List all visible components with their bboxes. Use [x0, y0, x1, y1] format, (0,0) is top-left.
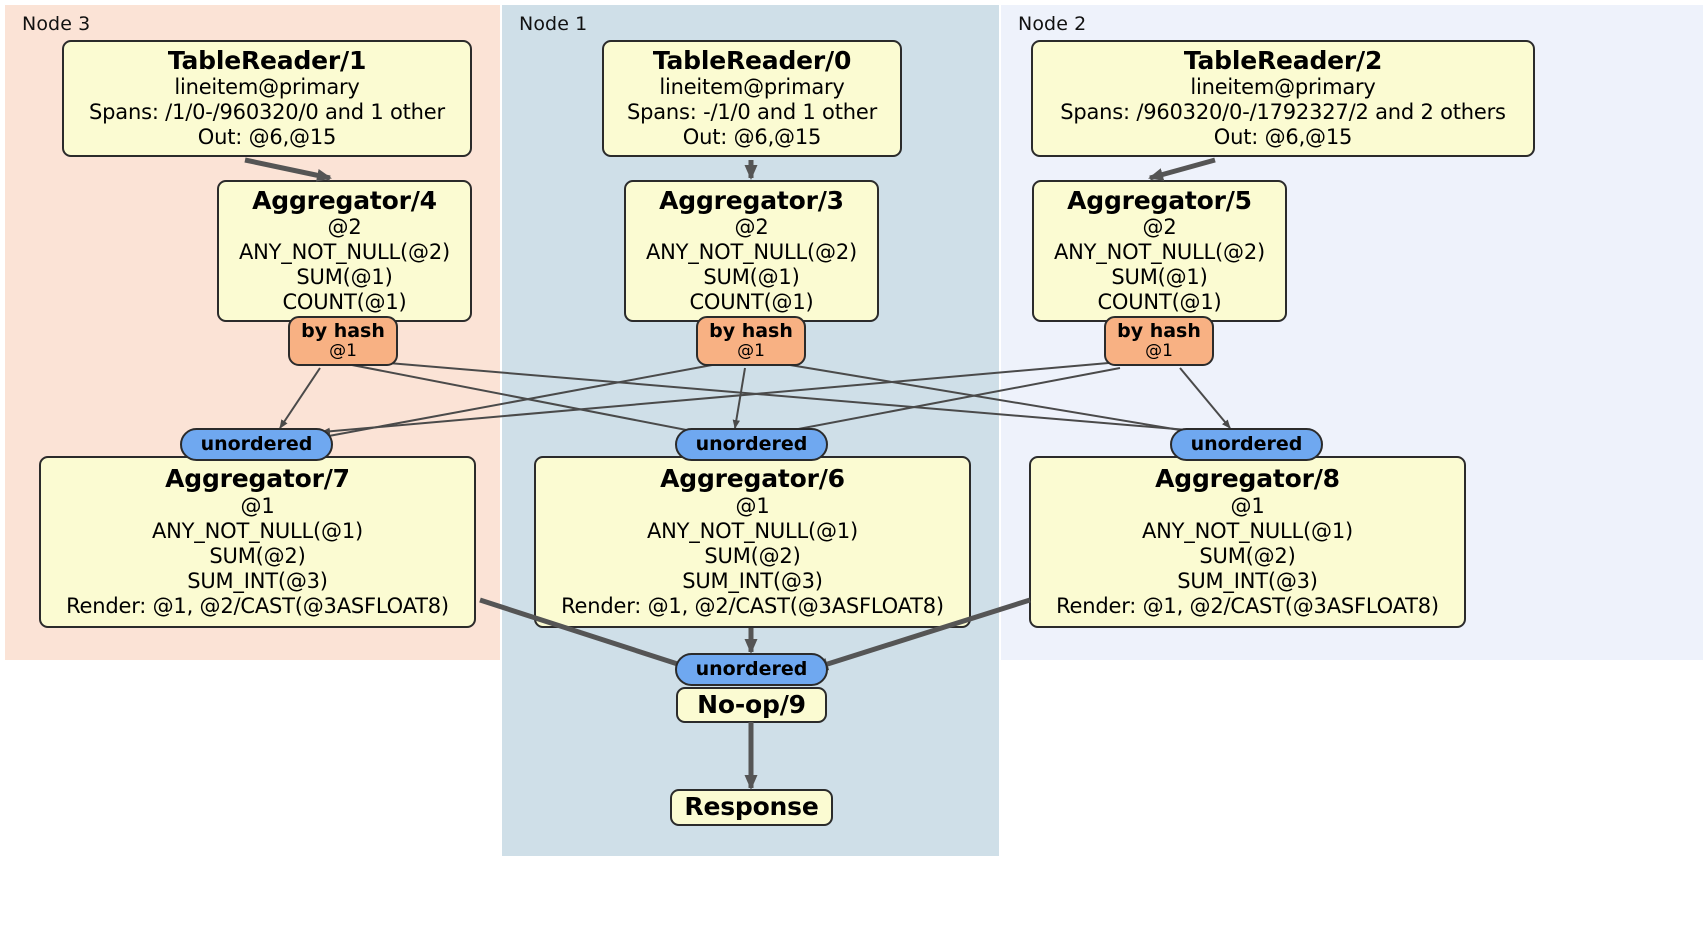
processor-title: TableReader/2 [1183, 45, 1383, 75]
processor-line: SUM(@2) [209, 543, 306, 568]
processor-line: ANY_NOT_NULL(@2) [239, 240, 450, 265]
processor-title: Aggregator/4 [252, 185, 437, 215]
processor-line: SUM(@1) [296, 265, 393, 290]
processor-line: @2 [327, 215, 362, 240]
processor-aggregator3[interactable]: Aggregator/3 @2 ANY_NOT_NULL(@2) SUM(@1)… [624, 180, 879, 322]
processor-line: Render: @1, @2/CAST(@3ASFLOAT8) [66, 593, 449, 618]
processor-title: TableReader/1 [167, 45, 367, 75]
processor-title: Aggregator/5 [1067, 185, 1252, 215]
synchronizer-label: unordered [1190, 433, 1303, 456]
processor-title: TableReader/0 [652, 45, 852, 75]
processor-aggregator4[interactable]: Aggregator/4 @2 ANY_NOT_NULL(@2) SUM(@1)… [217, 180, 472, 322]
router-label: by hash [1117, 320, 1201, 343]
synchronizer-label: unordered [695, 433, 808, 456]
node-label-node3: Node 3 [22, 13, 91, 35]
processor-line: SUM_INT(@3) [1177, 568, 1318, 593]
processor-aggregator5[interactable]: Aggregator/5 @2 ANY_NOT_NULL(@2) SUM(@1)… [1032, 180, 1287, 322]
processor-line: lineitem@primary [1190, 75, 1376, 100]
processor-aggregator6[interactable]: Aggregator/6 @1 ANY_NOT_NULL(@1) SUM(@2)… [534, 456, 971, 628]
router-label: by hash [709, 320, 793, 343]
processor-line: Spans: -/1/0 and 1 other [626, 100, 878, 125]
processor-noop9[interactable]: No-op/9 [676, 687, 827, 723]
processor-tablereader1[interactable]: TableReader/1 lineitem@primary Spans: /1… [62, 40, 472, 157]
processor-line: COUNT(@1) [1097, 290, 1222, 315]
processor-line: Render: @1, @2/CAST(@3ASFLOAT8) [1056, 593, 1439, 618]
processor-line: @2 [1142, 215, 1177, 240]
processor-line: @2 [734, 215, 769, 240]
processor-title: No-op/9 [697, 689, 806, 719]
processor-line: Render: @1, @2/CAST(@3ASFLOAT8) [561, 593, 944, 618]
processor-line: SUM_INT(@3) [682, 568, 823, 593]
processor-title: Aggregator/3 [659, 185, 844, 215]
processor-line: SUM(@1) [1111, 265, 1208, 290]
router-sublabel: @1 [1145, 341, 1173, 362]
processor-title: Aggregator/7 [165, 464, 350, 494]
synchronizer-final[interactable]: unordered [675, 653, 828, 686]
processor-line: SUM(@2) [1199, 543, 1296, 568]
processor-line: @1 [735, 493, 770, 518]
synchronizer-label: unordered [200, 433, 313, 456]
synchronizer-left[interactable]: unordered [180, 428, 333, 461]
processor-line: Out: @6,@15 [682, 125, 822, 150]
processor-tablereader2[interactable]: TableReader/2 lineitem@primary Spans: /9… [1031, 40, 1535, 157]
processor-line: ANY_NOT_NULL(@1) [647, 518, 858, 543]
processor-line: Out: @6,@15 [197, 125, 337, 150]
processor-line: @1 [1230, 493, 1265, 518]
processor-line: COUNT(@1) [282, 290, 407, 315]
router-label: by hash [301, 320, 385, 343]
hash-router-left[interactable]: by hash @1 [288, 316, 398, 366]
processor-title: Response [684, 792, 819, 822]
router-sublabel: @1 [737, 341, 765, 362]
processor-line: ANY_NOT_NULL(@1) [152, 518, 363, 543]
router-sublabel: @1 [329, 341, 357, 362]
synchronizer-right[interactable]: unordered [1170, 428, 1323, 461]
node-label-node2: Node 2 [1018, 13, 1087, 35]
processor-response[interactable]: Response [670, 789, 833, 826]
processor-line: SUM(@1) [703, 265, 800, 290]
node-label-node1: Node 1 [519, 13, 588, 35]
processor-tablereader0[interactable]: TableReader/0 lineitem@primary Spans: -/… [602, 40, 902, 157]
processor-aggregator8[interactable]: Aggregator/8 @1 ANY_NOT_NULL(@1) SUM(@2)… [1029, 456, 1466, 628]
processor-line: COUNT(@1) [689, 290, 814, 315]
processor-line: lineitem@primary [174, 75, 360, 100]
synchronizer-label: unordered [695, 658, 808, 681]
processor-line: @1 [240, 493, 275, 518]
processor-line: lineitem@primary [659, 75, 845, 100]
processor-title: Aggregator/8 [1155, 464, 1340, 494]
processor-line: ANY_NOT_NULL(@1) [1142, 518, 1353, 543]
hash-router-center[interactable]: by hash @1 [696, 316, 806, 366]
processor-line: SUM_INT(@3) [187, 568, 328, 593]
synchronizer-center[interactable]: unordered [675, 428, 828, 461]
processor-line: ANY_NOT_NULL(@2) [646, 240, 857, 265]
processor-line: Spans: /960320/0-/1792327/2 and 2 others [1060, 100, 1506, 125]
processor-line: Spans: /1/0-/960320/0 and 1 other [89, 100, 445, 125]
processor-aggregator7[interactable]: Aggregator/7 @1 ANY_NOT_NULL(@1) SUM(@2)… [39, 456, 476, 628]
processor-line: Out: @6,@15 [1213, 125, 1353, 150]
processor-line: SUM(@2) [704, 543, 801, 568]
processor-line: ANY_NOT_NULL(@2) [1054, 240, 1265, 265]
processor-title: Aggregator/6 [660, 464, 845, 494]
hash-router-right[interactable]: by hash @1 [1104, 316, 1214, 366]
